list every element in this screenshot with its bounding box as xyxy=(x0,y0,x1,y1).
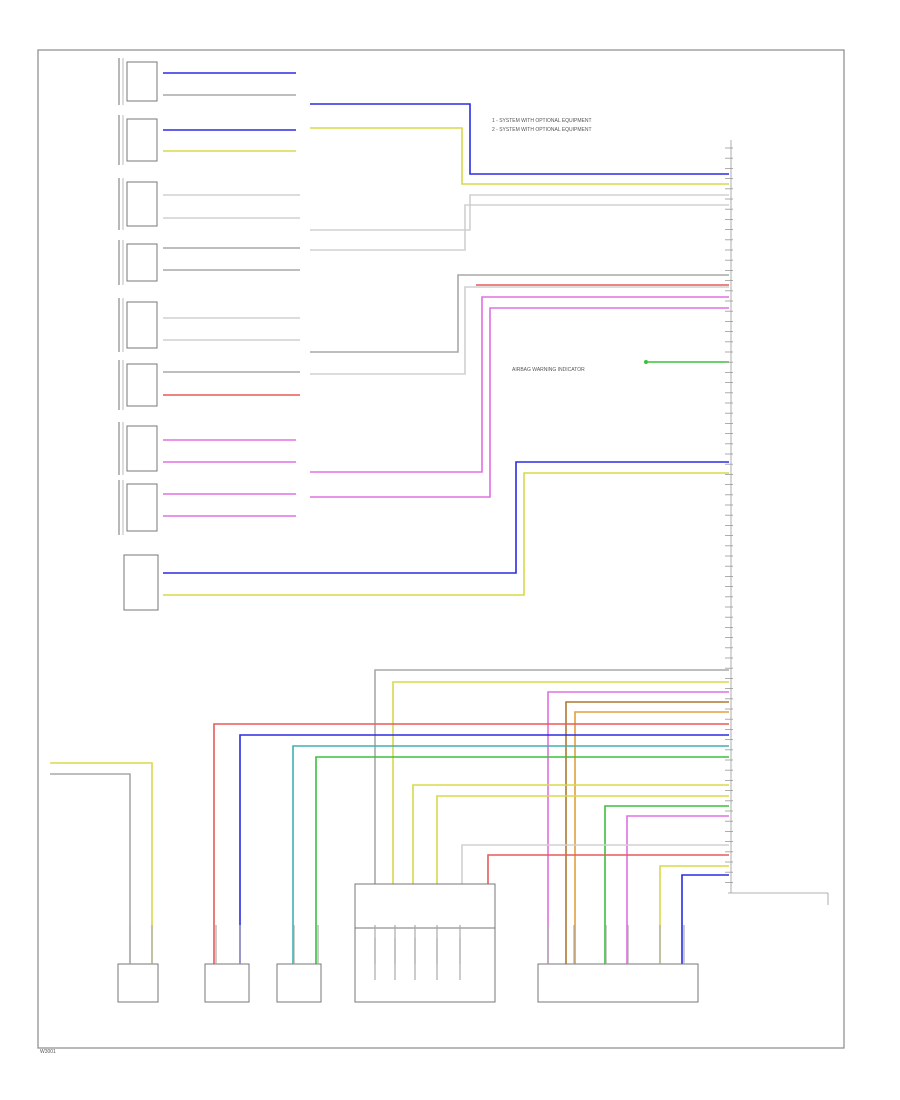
wire-ye-lower-1 xyxy=(392,681,729,884)
wire-wh-to-ecu-2 xyxy=(310,204,729,251)
wire-ye-lower-3 xyxy=(436,795,729,884)
wire-ye-passenger xyxy=(163,472,729,596)
sensor-box-7 xyxy=(126,483,158,532)
passenger-sensor-box xyxy=(123,554,159,611)
wire-ye-lower-4 xyxy=(659,865,729,964)
wire-bu-to-ecu xyxy=(310,103,729,175)
note-1: 1 - SYSTEM WITH OPTIONAL EQUIPMENT xyxy=(492,118,592,124)
wire-gn-lower-2 xyxy=(604,805,729,964)
component-box-a xyxy=(117,963,159,1003)
component-box-d xyxy=(354,927,496,1003)
indicator-lamp-dot xyxy=(644,360,648,364)
wire-wh-to-ecu-1 xyxy=(310,194,729,231)
airbag-indicator-label: AIRBAG WARNING INDICATOR xyxy=(512,367,585,373)
wire-pk-lower-1 xyxy=(547,691,729,964)
wire-og-lower-1 xyxy=(574,711,729,964)
wire-rd-lower-2 xyxy=(487,854,729,884)
wire-layer xyxy=(50,72,729,964)
wire-gy-left xyxy=(50,773,131,964)
wire-pk-to-ecu-1 xyxy=(310,296,729,473)
wire-ye-left xyxy=(50,762,153,964)
wire-wh-to-ecu-3 xyxy=(310,286,729,375)
wire-gy-lower-1 xyxy=(374,669,729,884)
note-2: 2 - SYSTEM WITH OPTIONAL EQUIPMENT xyxy=(492,127,592,133)
footer-code: W3001 xyxy=(40,1049,56,1055)
sensor-box-4 xyxy=(126,301,158,349)
component-box-c xyxy=(276,963,322,1003)
sensor-box-5 xyxy=(126,363,158,407)
wire-pk-to-ecu-2 xyxy=(310,307,729,498)
wire-rd-lower-1 xyxy=(213,723,729,964)
connector-block-d xyxy=(354,883,496,929)
wire-ye-lower-2 xyxy=(412,784,729,884)
component-layer xyxy=(117,58,829,1003)
sensor-box-0 xyxy=(126,61,158,102)
sensor-box-2 xyxy=(126,181,158,227)
sensor-box-6 xyxy=(126,425,158,472)
sensor-box-1 xyxy=(126,118,158,162)
sensor-box-3 xyxy=(126,243,158,282)
wire-ye-to-ecu xyxy=(310,127,729,185)
wire-tq-lower-1 xyxy=(292,745,729,964)
component-box-b xyxy=(204,963,250,1003)
wire-gy-to-ecu xyxy=(310,274,729,353)
wire-bu-passenger xyxy=(163,461,729,574)
wire-gn-lower-1 xyxy=(315,756,729,964)
wire-bu-lower-1 xyxy=(239,734,729,964)
wire-pk-lower-2 xyxy=(626,815,729,964)
wire-bu-lower-2 xyxy=(681,874,729,964)
component-box-e xyxy=(537,963,699,1003)
diagram-frame xyxy=(37,49,845,1049)
wire-bn-lower-1 xyxy=(565,701,729,964)
wire-wh-lower-1 xyxy=(461,844,729,884)
